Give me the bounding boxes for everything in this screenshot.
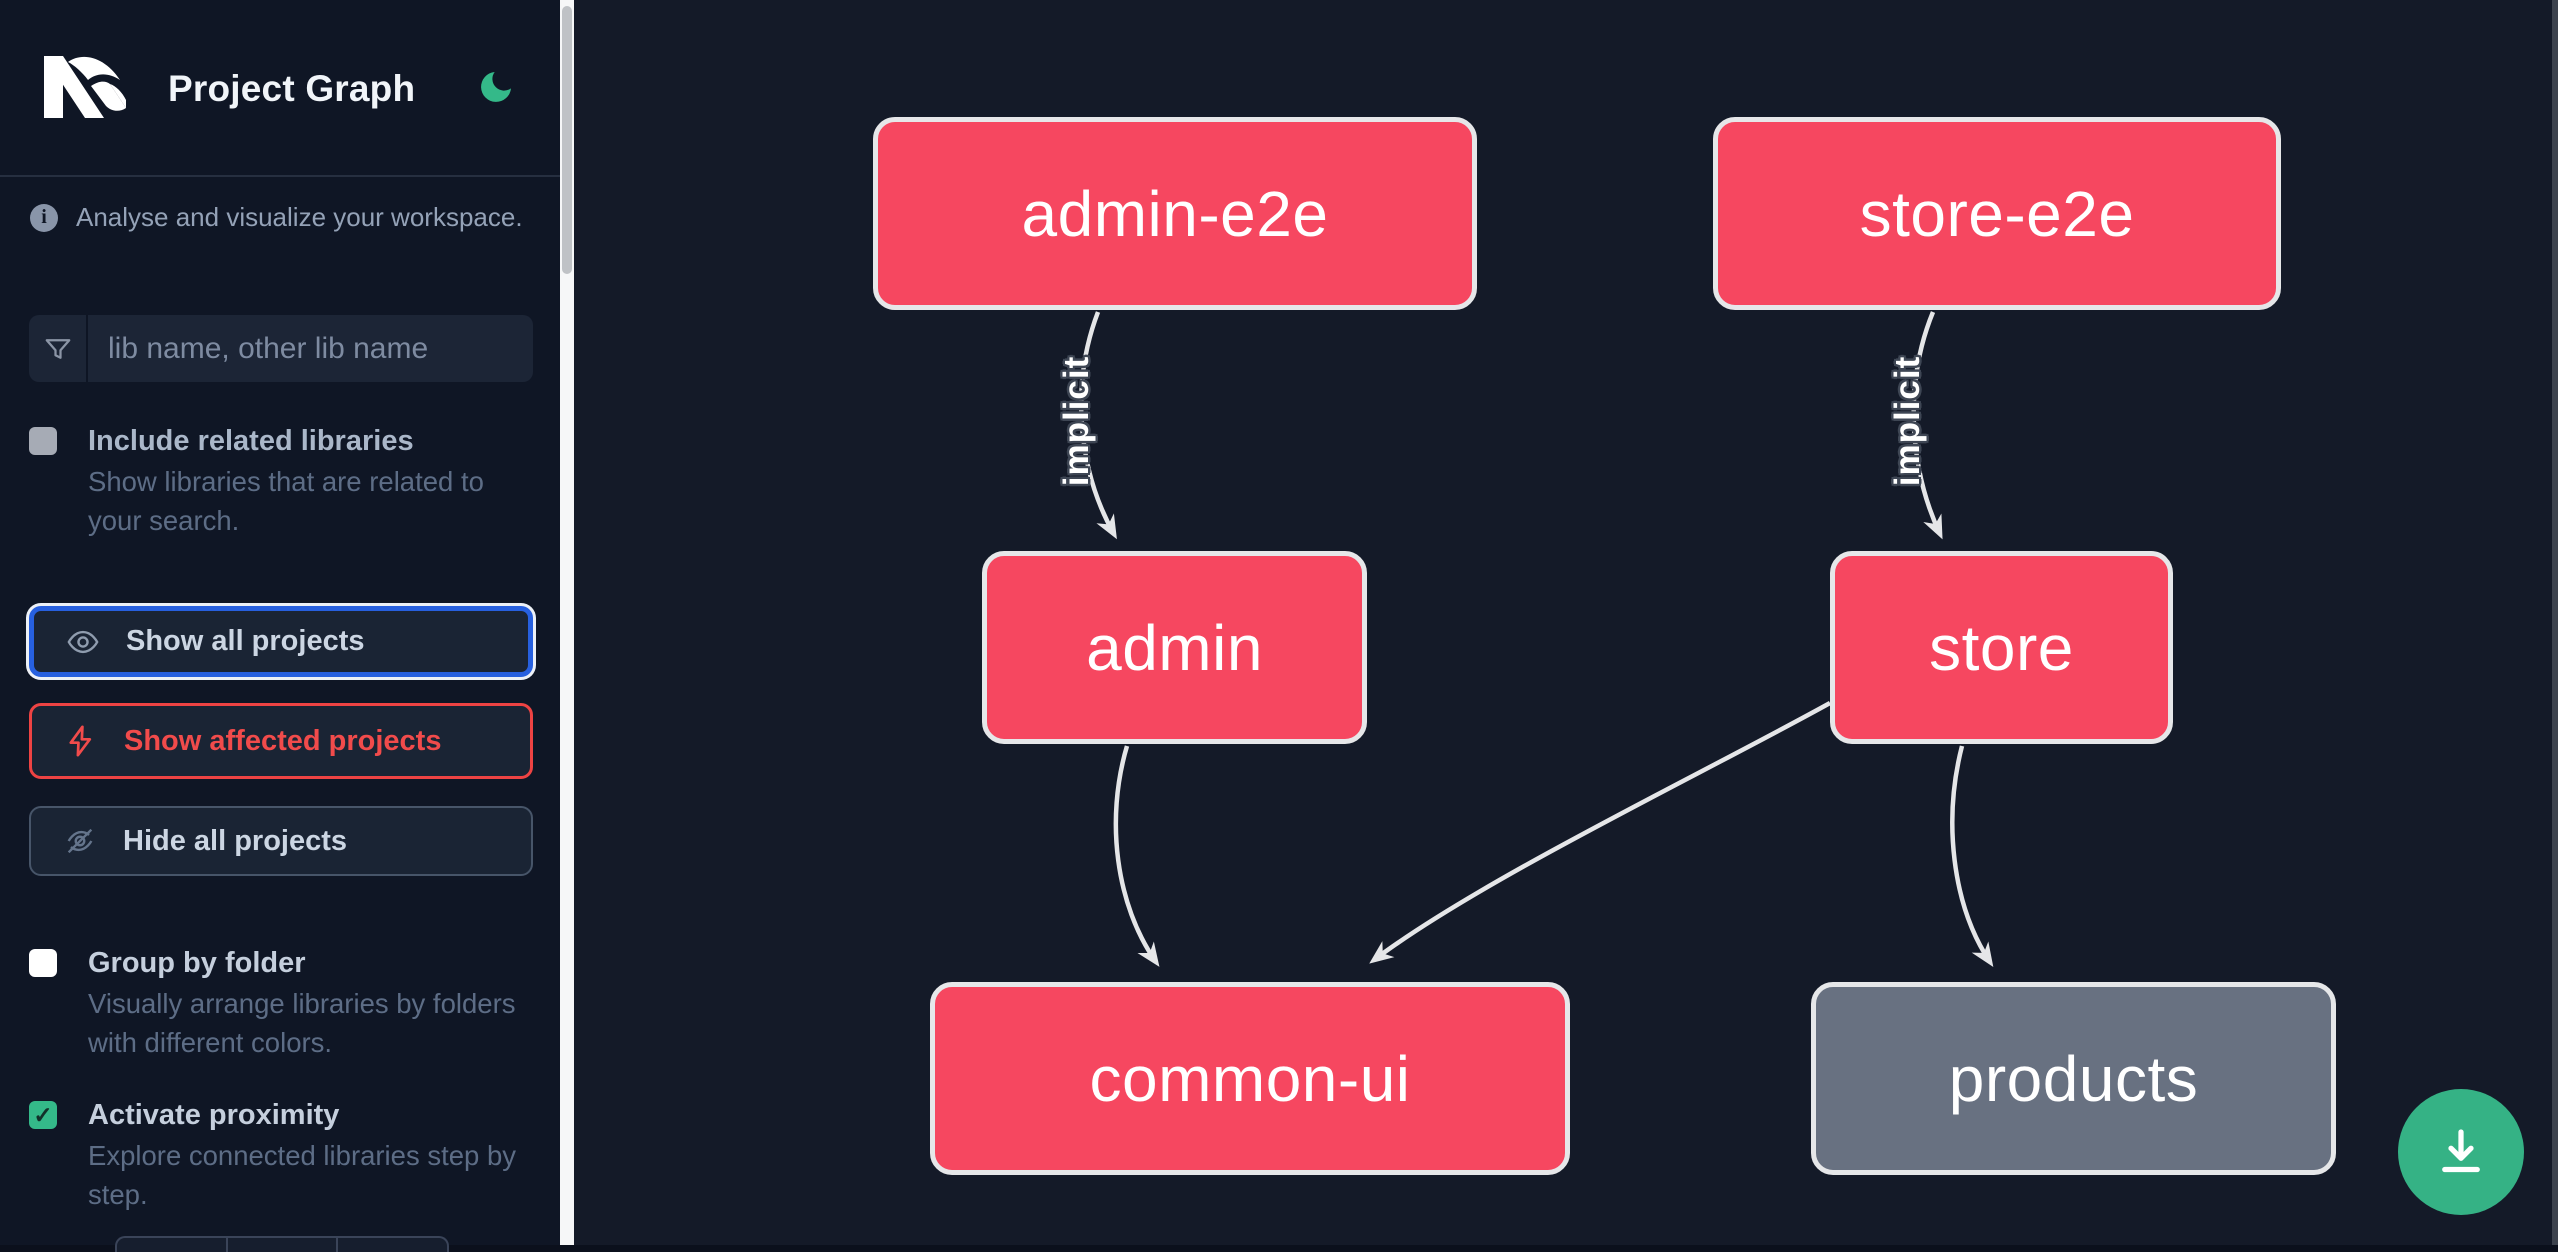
edge-store-common-ui — [1369, 701, 1832, 964]
button-label: Show affected projects — [124, 724, 442, 757]
moon-icon — [481, 71, 511, 102]
eye-off-icon — [67, 828, 93, 854]
search-box — [29, 315, 533, 382]
page-title: Project Graph — [168, 68, 416, 109]
node-products[interactable]: products — [1811, 982, 2336, 1175]
node-admin-e2e[interactable]: admin-e2e — [873, 117, 1477, 310]
proximity-stepper-control[interactable] — [115, 1236, 449, 1252]
edge-store-products — [1950, 745, 1994, 967]
toggle-label: Group by folder — [88, 947, 306, 979]
sidebar-scrollbar[interactable] — [560, 0, 574, 1245]
dependency-edges — [1079, 311, 1994, 967]
toggle-description: Explore connected libraries step by step… — [88, 1140, 517, 1210]
edge-store-e2e-store — [1911, 311, 1943, 540]
node-admin[interactable]: admin — [982, 551, 1367, 744]
hide-all-projects-button[interactable]: Hide all projects — [29, 806, 533, 876]
toggle-label: Include related libraries — [88, 425, 414, 457]
stepper-segment[interactable] — [117, 1238, 228, 1252]
project-graph-canvas[interactable]: implicit implicit admin-e2e store-e2e ad… — [574, 0, 2558, 1245]
show-all-projects-button[interactable]: Show all projects — [29, 606, 533, 677]
search-input[interactable] — [88, 315, 533, 382]
sidebar: Project Graph i Analyse and visualize yo… — [0, 0, 560, 1252]
header-divider — [0, 175, 560, 177]
node-common-ui[interactable]: common-ui — [930, 982, 1570, 1175]
button-label: Hide all projects — [123, 824, 348, 857]
bolt-icon — [69, 725, 92, 757]
toggle-label: Activate proximity — [88, 1099, 340, 1131]
node-store[interactable]: store — [1830, 551, 2173, 744]
workspace-info: i Analyse and visualize your workspace. — [30, 202, 523, 233]
stepper-segment[interactable] — [338, 1238, 447, 1252]
funnel-icon — [29, 315, 88, 382]
sidebar-scrollbar-thumb[interactable] — [562, 6, 572, 274]
theme-toggle-button[interactable] — [474, 66, 518, 110]
download-icon — [2442, 1129, 2480, 1173]
window-scrollbar[interactable] — [2552, 0, 2558, 1245]
stepper-segment[interactable] — [228, 1238, 339, 1252]
toggle-description: Show libraries that are related to your … — [88, 466, 484, 536]
toggle-description: Visually arrange libraries by folders wi… — [88, 988, 516, 1058]
edge-admin-e2e-admin — [1079, 311, 1117, 540]
node-store-e2e[interactable]: store-e2e — [1713, 117, 2281, 310]
nx-logo — [44, 56, 126, 118]
download-graph-button[interactable] — [2398, 1089, 2524, 1215]
workspace-tagline: Analyse and visualize your workspace. — [76, 202, 523, 232]
show-affected-projects-button[interactable]: Show affected projects — [29, 703, 533, 779]
eye-icon — [67, 630, 99, 653]
edge-admin-common-ui — [1113, 745, 1160, 967]
button-label: Show all projects — [126, 625, 365, 657]
checkbox-group-by-folder[interactable] — [29, 949, 57, 977]
info-icon: i — [30, 203, 58, 232]
edge-label-implicit: implicit — [1057, 355, 1096, 487]
checkbox-include-related[interactable] — [29, 427, 57, 455]
edge-label-implicit: implicit — [1888, 355, 1927, 487]
checkbox-activate-proximity[interactable] — [29, 1101, 57, 1129]
